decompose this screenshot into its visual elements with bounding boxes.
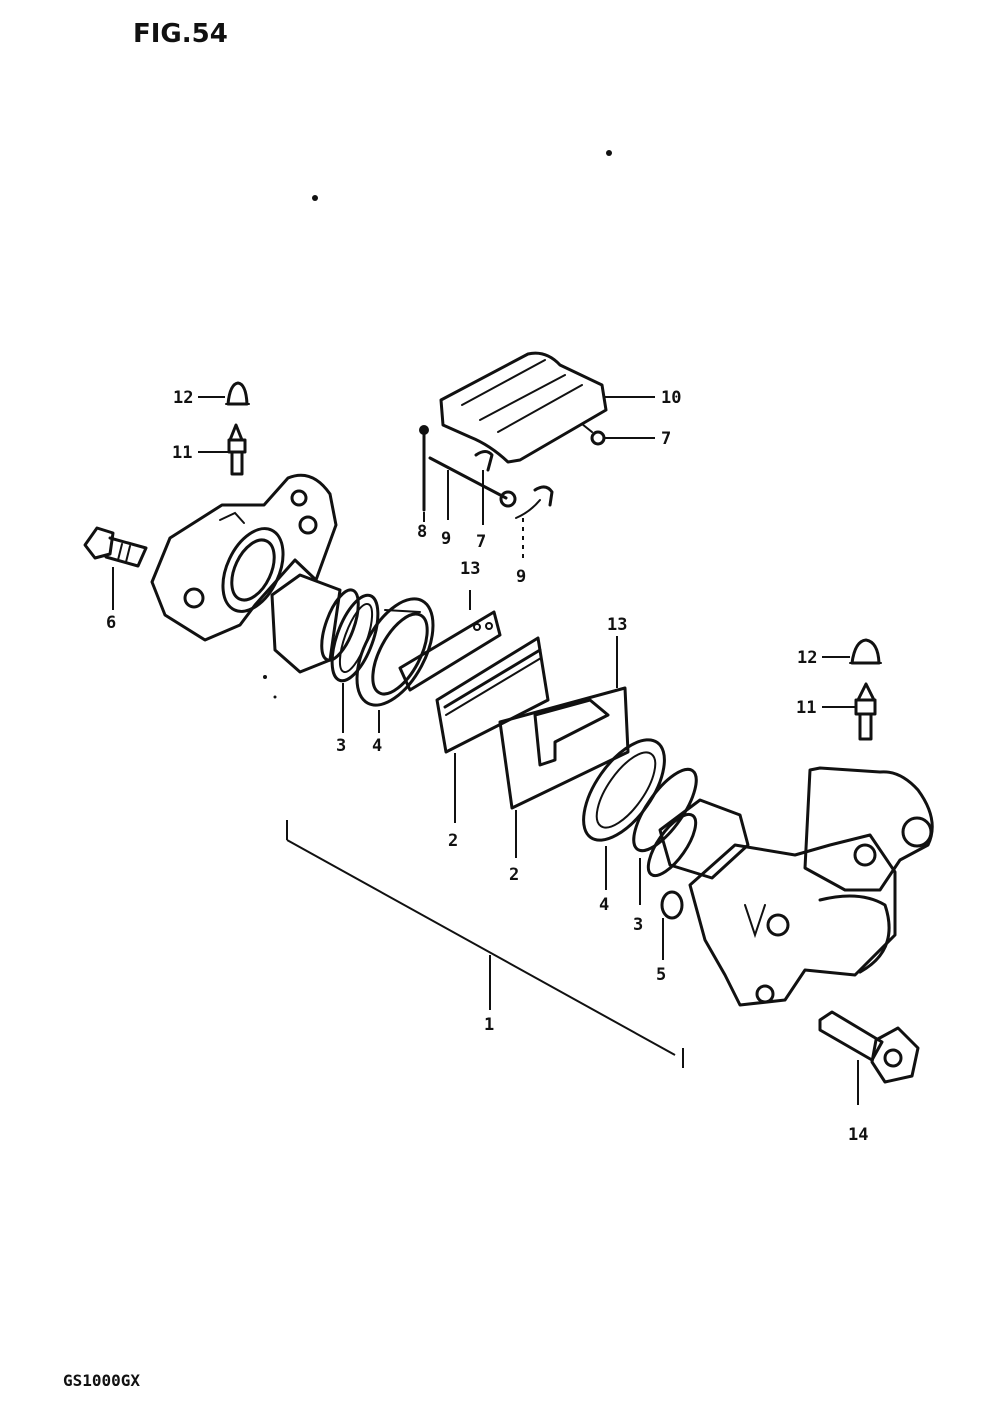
speck — [312, 195, 318, 201]
callout-1: 1 — [484, 1015, 494, 1035]
o-ring — [660, 890, 684, 920]
mounting-bolt-left — [83, 526, 148, 568]
callout-5: 5 — [656, 965, 666, 985]
callout-7-center: 7 — [476, 532, 486, 552]
mounting-bolt-right — [818, 1010, 920, 1084]
callout-13-left: 13 — [460, 559, 480, 579]
callout-2-right: 2 — [509, 865, 519, 885]
brake-pad-left — [435, 636, 550, 754]
assembly-bracket — [286, 820, 684, 1068]
speck — [263, 675, 267, 679]
caliper-housing-right — [688, 766, 934, 1007]
callout-13-right: 13 — [607, 615, 627, 635]
callout-3-right: 3 — [633, 915, 643, 935]
callout-12-right: 12 — [797, 648, 817, 668]
speck — [273, 695, 277, 699]
callout-14: 14 — [848, 1125, 868, 1145]
callout-6: 6 — [106, 613, 116, 633]
callout-8: 8 — [417, 522, 427, 542]
cap-right — [849, 638, 882, 665]
callout-4-left: 4 — [372, 736, 382, 756]
screw-right — [581, 423, 606, 446]
callout-10: 10 — [661, 388, 681, 408]
piston-seal-right — [632, 767, 698, 853]
model-code: GS1000GX — [63, 1371, 140, 1390]
cap-left — [225, 381, 250, 406]
callout-2-left: 2 — [448, 831, 458, 851]
callout-4-right: 4 — [599, 895, 609, 915]
callout-11-right: 11 — [796, 698, 816, 718]
dust-boot-left — [355, 597, 435, 707]
caliper-housing-left — [150, 473, 338, 642]
callout-11-left: 11 — [172, 443, 192, 463]
callout-12-left: 12 — [173, 388, 193, 408]
pad-spring-plate — [439, 351, 608, 464]
pad-pin — [419, 425, 517, 512]
piston-right — [646, 798, 750, 880]
callout-9-left: 9 — [441, 529, 451, 549]
brake-pad-right — [498, 686, 630, 810]
figure-label: FIG.54 — [133, 19, 228, 49]
callout-7-right: 7 — [661, 429, 671, 449]
callout-3-left: 3 — [336, 736, 346, 756]
pin-clip — [474, 450, 554, 519]
pad-shim-left — [398, 610, 502, 692]
speck — [606, 150, 612, 156]
piston-left — [270, 573, 360, 674]
bleeder-valve-left — [227, 423, 247, 476]
bleeder-valve-right — [854, 682, 877, 741]
callout-9-right: 9 — [516, 567, 526, 587]
